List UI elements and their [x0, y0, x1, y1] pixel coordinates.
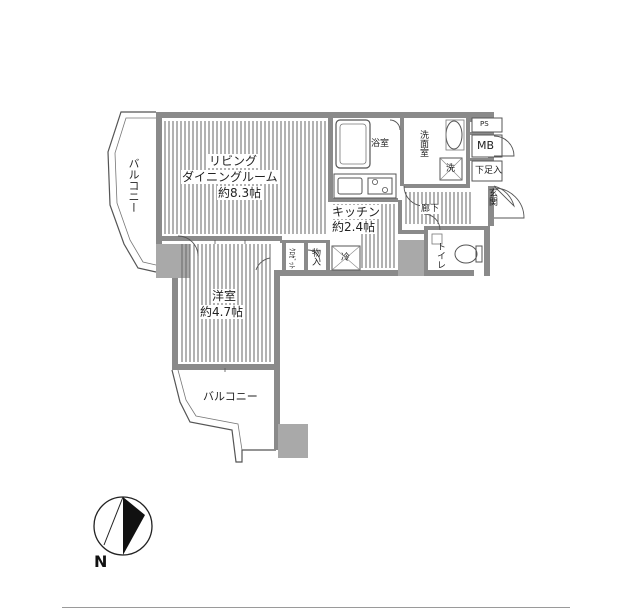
- ldk-floor-lines: [164, 121, 326, 234]
- label-balcony-bottom: バルコニー: [203, 390, 258, 403]
- label-corridor: 廊下: [420, 204, 441, 214]
- pillars: [156, 240, 428, 458]
- bathtub: [335, 119, 371, 169]
- label-shoe-box: 下足入: [475, 166, 503, 176]
- ps-box: [471, 117, 503, 133]
- kitchen-counter: [333, 173, 397, 199]
- kitchen-sink: [337, 177, 363, 195]
- label-western-area: 約4.7帖: [199, 305, 245, 319]
- label-ps: PS: [480, 120, 489, 128]
- compass-north-label: N: [94, 552, 108, 571]
- compass-icon: [93, 496, 153, 556]
- wash-basin: [445, 120, 463, 150]
- label-washer: 洗: [446, 164, 456, 174]
- balcony-bottom-outline: [171, 369, 276, 463]
- bottom-divider: [62, 607, 570, 608]
- label-toilet: トイレ: [435, 242, 445, 269]
- label-kitchen: キッチン: [331, 205, 382, 219]
- mb-box: [471, 134, 503, 158]
- window-marks: [214, 240, 246, 372]
- label-balcony-left: バルコニー: [127, 158, 140, 213]
- bathtub-inner: [339, 123, 367, 165]
- label-dining-room: ダイニングルーム: [181, 170, 279, 184]
- label-washroom: 洗面室: [418, 130, 428, 157]
- label-living: リビング: [208, 154, 259, 168]
- balcony-left-inner: [114, 117, 157, 266]
- toilet-tank: [475, 245, 483, 263]
- western-floor-lines: [181, 244, 271, 362]
- label-ldk-area: 約8.3帖: [217, 186, 263, 200]
- label-bath: 浴室: [371, 139, 390, 149]
- label-kitchen-area: 約2.4帖: [331, 220, 377, 234]
- label-fridge: 冷: [341, 253, 351, 263]
- label-closet: ｸﾛｾﾞｯﾄ: [288, 248, 296, 269]
- shoe-box-outline: [471, 160, 503, 182]
- vanity: [445, 119, 465, 151]
- label-entrance: 玄関: [487, 188, 497, 206]
- balcony-bottom-inner: [177, 369, 243, 451]
- toilet-bowl: [454, 244, 478, 264]
- label-storage: 物入: [310, 248, 320, 266]
- stove: [367, 177, 393, 195]
- label-mb: MB: [477, 139, 495, 152]
- balcony-left-outline: [107, 111, 157, 273]
- washer-pan: [439, 157, 463, 181]
- label-western: 洋室: [211, 289, 238, 303]
